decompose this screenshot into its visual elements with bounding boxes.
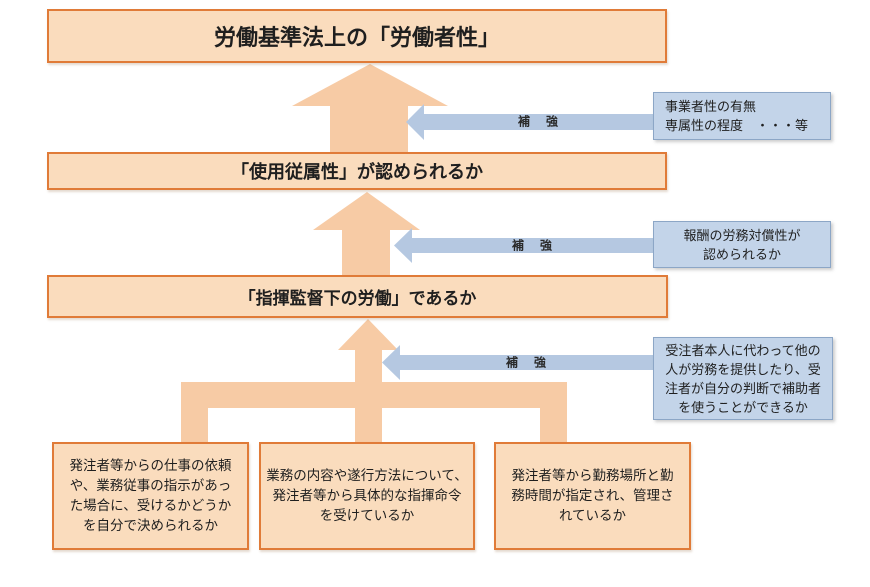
reinforce-label-2: 補 強 bbox=[511, 238, 555, 253]
reinforce-label-3: 補 強 bbox=[505, 355, 549, 370]
dependency-box-label: 「使用従属性」が認められるか bbox=[231, 162, 483, 182]
criteria-box-direction-orders-text: 業務の内容や遂行方法について、 発注者等から具体的な指揮命令 を受けているか bbox=[266, 468, 468, 523]
side-box-remuneration-text: 報酬の労務対償性が 認められるか bbox=[683, 227, 801, 262]
side-box-substitution: 受注者本人に代わって他の 人が労務を提供したり、受 注者が自分の判断で補助者 を… bbox=[653, 337, 833, 420]
criteria-box-time-place-control-text: 発注者等から勤務場所と勤 務時間が指定され、管理さ れているか bbox=[511, 468, 674, 523]
supervision-box-label: 「指揮監督下の労働」であるか bbox=[238, 289, 477, 308]
reinforce-arrow-3-shaft bbox=[400, 355, 654, 370]
reinforce-arrow-3-head bbox=[382, 345, 400, 380]
reinforce-label-1: 補 強 bbox=[517, 114, 561, 129]
criteria-collector-bar bbox=[181, 382, 567, 408]
supervision-box: 「指揮監督下の労働」であるか bbox=[47, 275, 668, 318]
side-box-substitution-text: 受注者本人に代わって他の 人が労務を提供したり、受 注者が自分の判断で補助者 を… bbox=[664, 342, 821, 415]
side-box-business-nature-text: 事業者性の有無 専属性の程度 ・・・等 bbox=[665, 99, 809, 133]
title-box-label: 労働基準法上の「労働者性」 bbox=[213, 25, 500, 50]
criteria-box-acceptance-freedom-text: 発注者等からの仕事の依頼 や、業務従事の指示があっ た場合に、受けるかどうか を… bbox=[69, 458, 232, 533]
reinforce-arrow-2-head bbox=[394, 228, 412, 263]
title-box-worker-status: 労働基準法上の「労働者性」 bbox=[47, 9, 667, 63]
criteria-box-direction-orders: 業務の内容や遂行方法について、 発注者等から具体的な指揮命令 を受けているか bbox=[259, 442, 475, 550]
criteria-box-time-place-control: 発注者等から勤務場所と勤 務時間が指定され、管理さ れているか bbox=[494, 442, 691, 550]
reinforce-arrow-1-head bbox=[406, 104, 424, 140]
reinforce-arrow-2-shaft bbox=[412, 238, 654, 253]
criteria-stem-right bbox=[540, 408, 567, 443]
up-arrow-criteria-to-level3 bbox=[338, 319, 398, 442]
up-arrow-level2-to-level1 bbox=[292, 64, 448, 152]
criteria-box-acceptance-freedom: 発注者等からの仕事の依頼 や、業務従事の指示があっ た場合に、受けるかどうか を… bbox=[52, 442, 249, 550]
dependency-box: 「使用従属性」が認められるか bbox=[47, 152, 667, 190]
reinforce-arrow-1-shaft bbox=[424, 114, 654, 130]
up-arrow-level3-to-level2 bbox=[313, 192, 420, 275]
criteria-stem-left bbox=[181, 408, 208, 443]
side-box-business-nature: 事業者性の有無 専属性の程度 ・・・等 bbox=[653, 92, 831, 140]
side-box-remuneration: 報酬の労務対償性が 認められるか bbox=[653, 221, 831, 268]
